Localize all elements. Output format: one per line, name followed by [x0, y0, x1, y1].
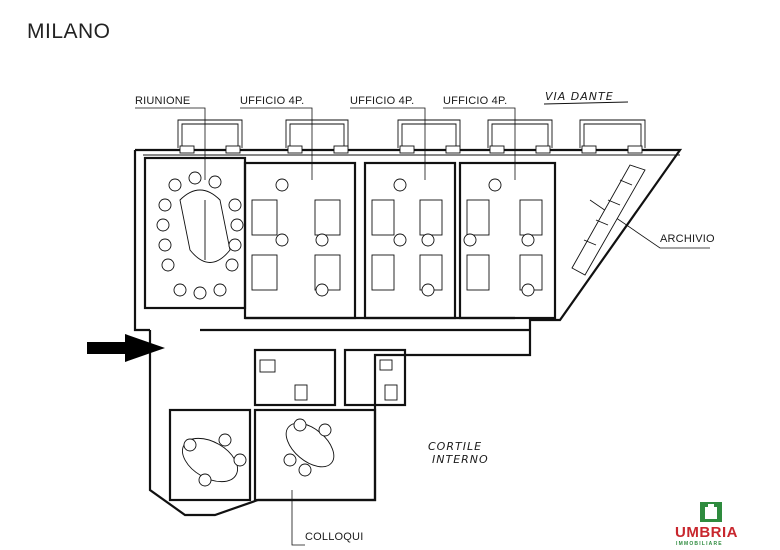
office-furniture — [251, 178, 543, 297]
lower-office-furniture — [182, 418, 335, 487]
leader-lines — [135, 107, 710, 546]
umbria-logo-icon: UMBRIA IMMOBILIARE — [675, 502, 738, 547]
label-ufficio-2: UFFICIO 4P. — [350, 95, 414, 107]
logo-tagline: IMMOBILIARE — [676, 541, 723, 547]
label-cortile-2: INTERNO — [432, 453, 489, 466]
logo-name: UMBRIA — [675, 524, 738, 541]
label-colloqui: COLLOQUI — [305, 531, 363, 543]
city-title: MILANO — [27, 20, 111, 43]
label-riunione: RIUNIONE — [135, 95, 190, 107]
facade-balconies — [177, 119, 646, 148]
label-ufficio-1: UFFICIO 4P. — [240, 95, 304, 107]
archive-shelves — [571, 164, 646, 276]
entrance-arrow-icon — [87, 334, 165, 362]
street-underline — [543, 101, 629, 105]
building-walls — [133, 145, 683, 517]
label-ufficio-3: UFFICIO 4P. — [443, 95, 507, 107]
label-archivio: ARCHIVIO — [660, 233, 715, 245]
street-label: VIA DANTE — [545, 90, 614, 103]
label-cortile-1: CORTILE — [428, 440, 482, 453]
meeting-table — [156, 171, 244, 300]
bathroom-fixtures — [259, 359, 398, 401]
